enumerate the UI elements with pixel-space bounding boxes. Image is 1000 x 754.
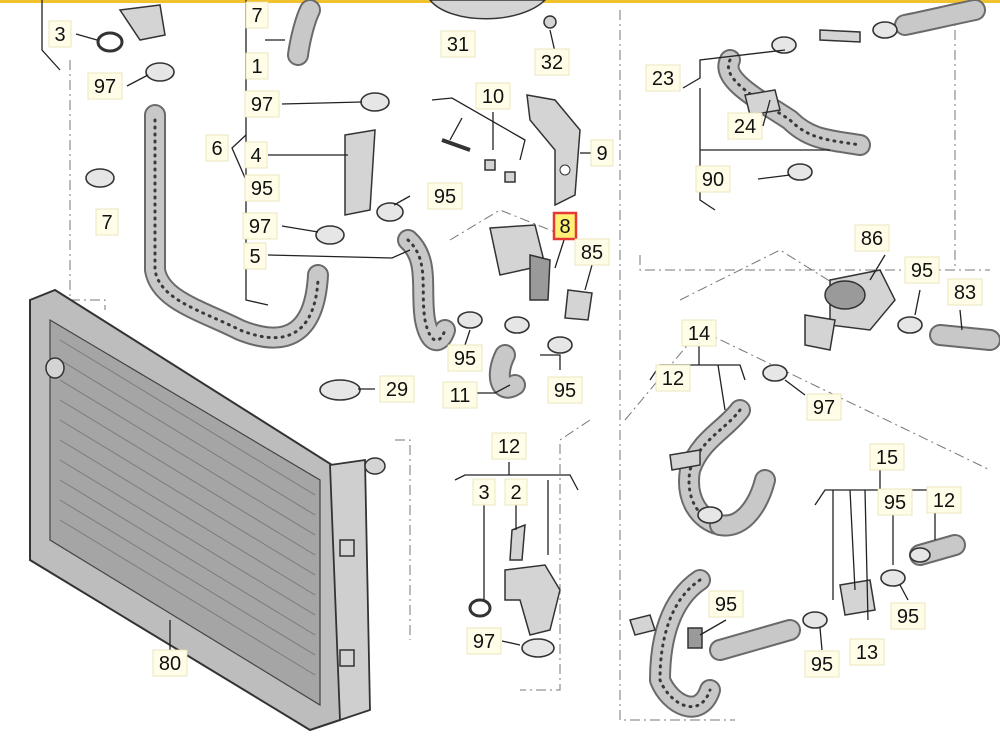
callout-box [806, 393, 842, 421]
callout-number: 14 [688, 323, 710, 345]
callout-box [427, 182, 463, 210]
callout-box [645, 64, 681, 92]
coolant-hoses [144, 0, 1000, 718]
callout-number: 95 [454, 348, 476, 370]
callout-number: 97 [473, 631, 495, 653]
callout-box [245, 1, 269, 29]
callout-box [854, 224, 890, 252]
callout-number: 3 [478, 482, 489, 504]
callout-box [504, 478, 528, 506]
highlighted-callout-box [552, 211, 578, 241]
callout-box [804, 650, 840, 678]
callout-number: 80 [159, 653, 181, 675]
callout-box [466, 627, 502, 655]
callout-number: 9 [596, 143, 607, 165]
callout-box [379, 375, 415, 403]
callout-number: 23 [652, 68, 674, 90]
callout-box [242, 212, 278, 240]
callout-box [727, 112, 763, 140]
callout-box [447, 344, 483, 372]
callout-number: 10 [482, 86, 504, 108]
callout-number: 3 [54, 24, 65, 46]
callout-box [205, 134, 229, 162]
callout-number: 12 [498, 436, 520, 458]
callout-number: 15 [876, 447, 898, 469]
callout-number: 90 [702, 169, 724, 191]
callout-number: 95 [897, 606, 919, 628]
callout-box [442, 381, 478, 409]
callout-number: 2 [510, 482, 521, 504]
callout-number: 4 [250, 145, 261, 167]
callout-box [547, 376, 583, 404]
callout-box [87, 72, 123, 100]
callout-box [708, 590, 744, 618]
callout-box [440, 30, 476, 58]
callout-box [475, 82, 511, 110]
callout-box [655, 364, 691, 392]
callout-box [947, 278, 983, 306]
highlighted-callout-number: 8 [559, 216, 570, 238]
callout-box [681, 319, 717, 347]
callout-box [849, 638, 885, 666]
callout-number: 12 [662, 368, 684, 390]
callout-number: 97 [251, 94, 273, 116]
callout-box [244, 90, 280, 118]
callout-number: 95 [434, 186, 456, 208]
callout-box [890, 602, 926, 630]
callout-box [244, 141, 268, 169]
callout-number: 97 [249, 216, 271, 238]
callout-box [48, 20, 72, 48]
callout-number: 86 [861, 228, 883, 250]
callout-number: 95 [884, 492, 906, 514]
callout-number: 97 [94, 76, 116, 98]
callout-box [152, 649, 188, 677]
callout-box [243, 242, 267, 270]
callout-number: 32 [541, 52, 563, 74]
leader-lines [41, 0, 963, 651]
callout-box [244, 174, 280, 202]
callout-number: 6 [211, 138, 222, 160]
callout-number: 95 [911, 260, 933, 282]
callout-box [491, 432, 527, 460]
callout-box [534, 48, 570, 76]
fittings-and-clamps [85, 0, 931, 658]
callout-box [472, 478, 496, 506]
callout-box [926, 486, 962, 514]
callout-box [695, 165, 731, 193]
callout-number: 95 [251, 178, 273, 200]
callout-number: 95 [811, 654, 833, 676]
callout-number: 12 [933, 490, 955, 512]
callout-box [574, 238, 610, 266]
callout-box [877, 488, 913, 516]
radiator [29, 288, 386, 732]
callout-box [95, 208, 119, 236]
callout-number: 95 [554, 380, 576, 402]
callout-number: 95 [715, 594, 737, 616]
callout-number: 11 [450, 385, 471, 407]
callout-number: 7 [251, 5, 262, 27]
callout-number: 24 [734, 116, 756, 138]
callout-box [590, 139, 614, 167]
callout-box [869, 443, 905, 471]
callout-number: 29 [386, 379, 408, 401]
callout-number: 85 [581, 242, 603, 264]
callout-number: 1 [251, 56, 262, 78]
callout-number: 83 [954, 282, 976, 304]
callout-number: 97 [813, 397, 835, 419]
callout-box [904, 256, 940, 284]
callout-number: 5 [249, 246, 260, 268]
callout-number: 31 [447, 34, 469, 56]
callout-number: 13 [856, 642, 878, 664]
callout-number: 7 [101, 212, 112, 234]
callout-box [245, 52, 269, 80]
